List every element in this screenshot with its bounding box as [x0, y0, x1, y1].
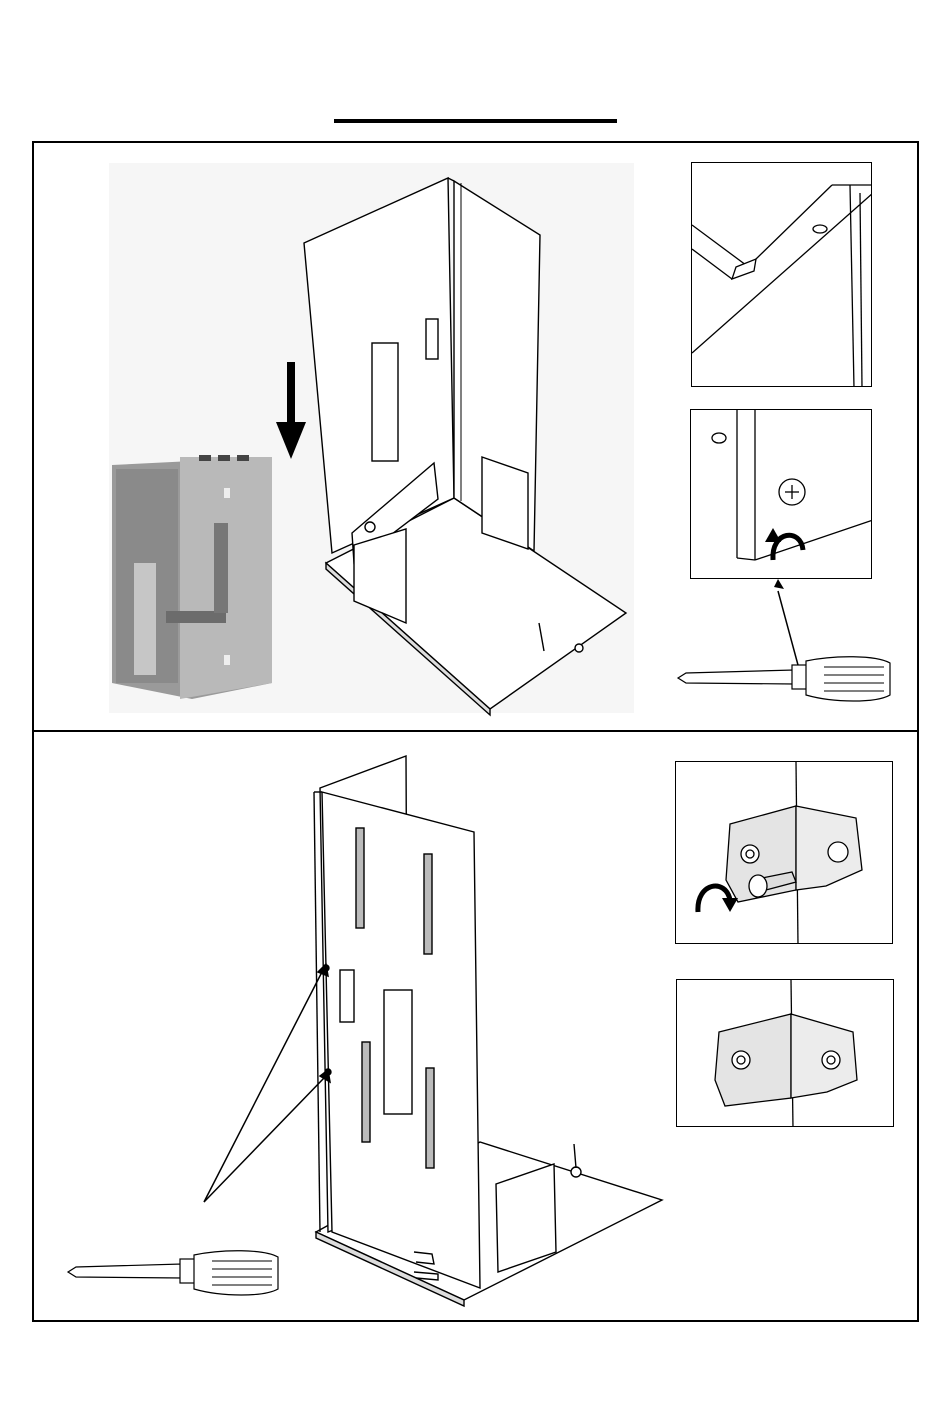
panel-edge-detail — [691, 162, 872, 387]
screw-detail — [690, 409, 872, 579]
step-2-pointer — [204, 964, 330, 1202]
step-1-panel — [32, 141, 919, 732]
screwdriver-icon — [68, 1251, 278, 1295]
cabinet-frame-side-view — [314, 756, 662, 1306]
rotate-arrow-icon — [765, 528, 803, 560]
bracket-fixed-detail — [676, 979, 894, 1127]
title-underline — [334, 119, 617, 123]
bracket-screw-detail — [675, 761, 893, 944]
assembled-cabinet-photo — [112, 455, 272, 699]
step-2-panel — [32, 730, 919, 1322]
